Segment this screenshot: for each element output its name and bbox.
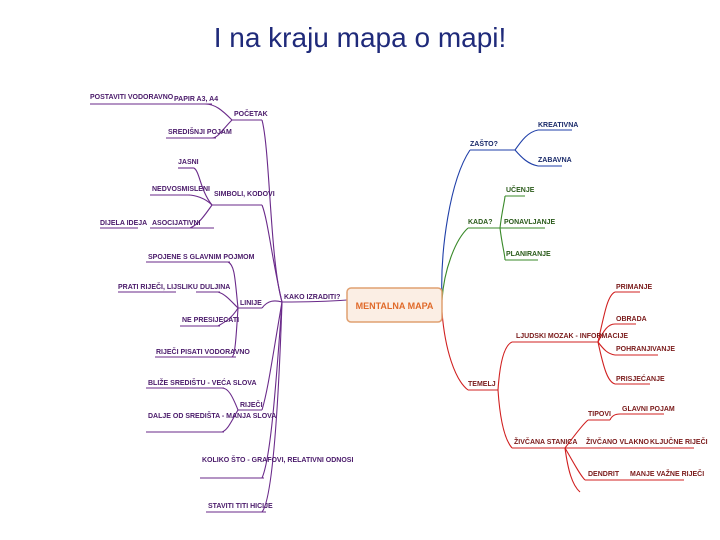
left-branch-lines xyxy=(90,103,348,513)
right-labels: ZAŠTO? KREATIVNA ZABAVNA KADA? UČENJE PO… xyxy=(468,122,708,478)
label-tipovi: TIPOVI xyxy=(588,411,611,418)
label-kada: KADA? xyxy=(468,219,493,226)
label-koristiti: KOLIKO ŠTO - GRAFOVI, RELATIVNI ODNOSI xyxy=(202,455,353,464)
label-jasni: JASNI xyxy=(178,159,199,166)
label-pohranjivanje: POHRANJIVANJE xyxy=(616,346,675,353)
slide-title: I na kraju mapa o mapi! xyxy=(213,22,507,53)
label-postaviti: POSTAVITI VODORAVNO xyxy=(90,94,174,101)
label-prisjecanje: PRISJEĆANJE xyxy=(616,374,665,383)
label-temelj: TEMELJ xyxy=(468,381,496,388)
label-asocijativni: ASOCIJATIVNI xyxy=(152,220,201,227)
label-prati: PRATI RIJEČI, LIJSLIKU xyxy=(118,282,198,291)
center-node: MENTALNA MAPA xyxy=(346,287,443,323)
label-papir: PAPIR A3, A4 xyxy=(174,96,218,103)
label-dalje: DALJE OD SREDIŠTA - MANJA SLOVA xyxy=(148,411,276,420)
label-kreativna: KREATIVNA xyxy=(538,122,578,129)
label-primanje: PRIMANJE xyxy=(616,284,653,291)
label-duljina: DULJINA xyxy=(200,284,230,291)
label-dijela-ideja: DIJELA IDEJA xyxy=(100,220,147,227)
label-manje: MANJE VAŽNE RIJEČI xyxy=(630,469,704,478)
label-ne-presijecati: NE PRESIJECATI xyxy=(182,317,239,324)
line-center-kako xyxy=(281,299,348,303)
label-dendrit: DENDRIT xyxy=(588,471,620,478)
label-blize: BLIŽE SREDIŠTU - VEĆA SLOVA xyxy=(148,378,257,387)
label-sredisnji: SREDIŠNJI POJAM xyxy=(168,127,232,136)
label-zabavna: ZABAVNA xyxy=(538,157,572,164)
label-ucenje: UČENJE xyxy=(506,185,535,194)
label-nedvosmisleni: NEDVOSMISLENI xyxy=(152,186,210,193)
label-glavni: GLAVNI POJAM xyxy=(622,406,675,413)
label-ponavljanje: PONAVLJANJE xyxy=(504,219,556,226)
green-branch-lines xyxy=(441,195,545,301)
label-simboli: SIMBOLI, KODOVI xyxy=(214,191,275,198)
label-planiranje: PLANIRANJE xyxy=(506,251,551,258)
label-zivcana: ŽIVČANA STANICA xyxy=(514,437,577,446)
label-rijeci-pisati: RIJEČI PISATI VODORAVNO xyxy=(156,347,250,356)
label-staviti: STAVITI TITI HICIJE xyxy=(208,503,273,510)
left-labels: KAKO IZRADITI? POČETAK PAPIR A3, A4 POST… xyxy=(90,94,353,510)
label-ljudski: LJUDSKI MOZAK - INFORMACIJE xyxy=(516,333,628,340)
label-obrada: OBRADA xyxy=(616,316,647,323)
label-kako: KAKO IZRADITI? xyxy=(284,294,340,301)
blue-branch-lines xyxy=(441,129,572,301)
label-spojene: SPOJENE S GLAVNIM POJMOM xyxy=(148,254,255,261)
red-branch-lines xyxy=(441,291,694,493)
label-linije: LINIJE xyxy=(240,300,262,307)
label-zasto: ZAŠTO? xyxy=(470,139,498,148)
center-label: MENTALNA MAPA xyxy=(356,301,434,311)
label-zivcano: ŽIVČANO VLAKNO xyxy=(586,437,650,446)
line-kako-pocetak xyxy=(261,119,283,303)
label-rijeci: RIJEČI xyxy=(240,400,263,409)
label-pocetak: POČETAK xyxy=(234,109,268,118)
label-kljucne: KLJUČNE RIJEČI xyxy=(650,437,708,446)
